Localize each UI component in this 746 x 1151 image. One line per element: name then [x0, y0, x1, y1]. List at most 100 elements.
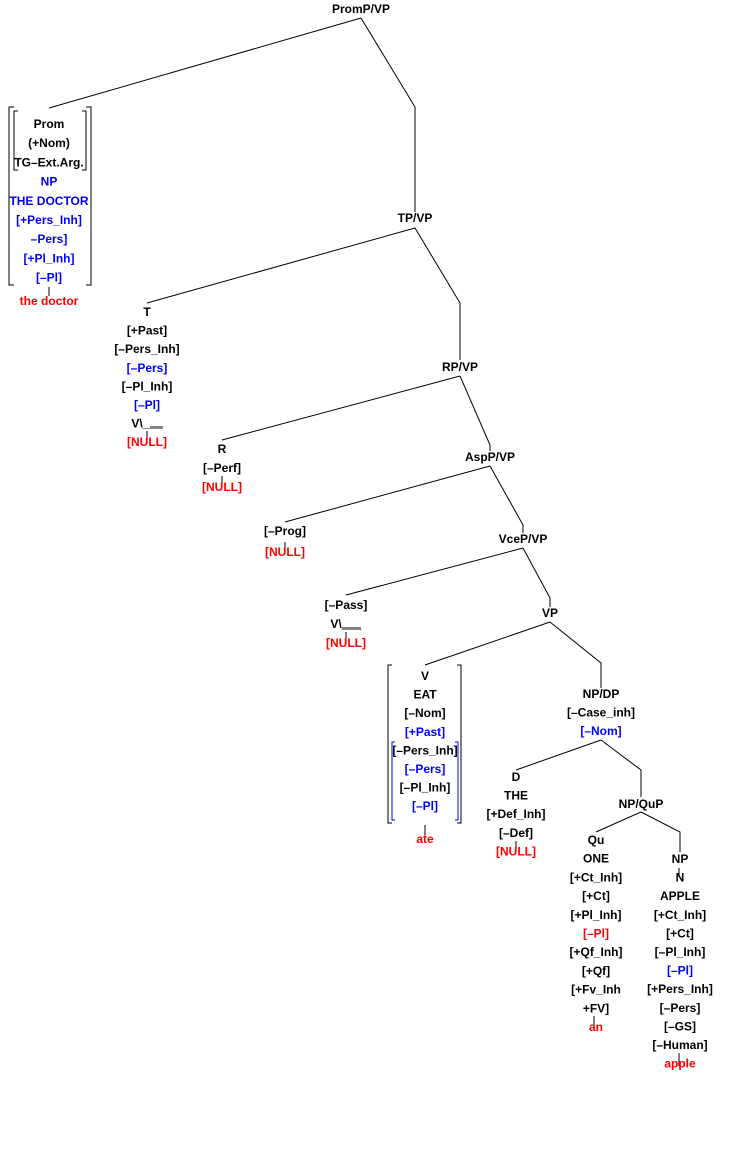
feature-label: [+Fv_Inh [571, 983, 621, 997]
feature-label: [+Past] [405, 725, 445, 739]
feature-label: N [676, 871, 685, 885]
node-rp: RP/VP [442, 360, 478, 374]
node-pass: [–Pass] V\___ [NULL] [325, 598, 368, 650]
feature-label: NP [41, 175, 58, 189]
edge [221, 375, 461, 441]
feature-label: V\___ [131, 417, 163, 431]
feature-label: [+Ct] [666, 926, 694, 940]
feature-label: EAT [413, 688, 437, 702]
feature-label: (+Nom) [28, 136, 70, 150]
node-qu: QuONE[+Ct_Inh][+Ct][+Pl_Inh][–Pl][+Qf_In… [570, 833, 623, 1034]
edge [595, 811, 642, 833]
node-label: NP/QuP [619, 797, 664, 811]
feature-label: [–Pl] [412, 799, 438, 813]
node-label: RP/VP [442, 360, 478, 374]
edge [48, 17, 362, 109]
phonetic-form: apple [664, 1057, 696, 1071]
feature-label: [+Def_Inh] [486, 807, 545, 821]
edge [414, 227, 461, 360]
node-r: R[–Perf][NULL] [202, 442, 242, 494]
phonetic-form: [NULL] [496, 844, 536, 858]
node-np: NP N APPLE [+Ct_Inh] [+Ct] [–Pl_Inh] [–Pl] [+Pe… [647, 852, 713, 1071]
node-labels: PromP/VP Prom (+Nom) TG–Ext.Arg. NP THE DOCTO… [9, 2, 712, 1071]
node-v: VEAT[–Nom][+Past][–Pers_Inh][–Pers][–Pl_… [392, 669, 457, 846]
phonetic-form: ate [416, 832, 434, 846]
feature-label: [–Nom] [404, 706, 445, 720]
feature-label: [–Def] [499, 826, 533, 840]
feature-label: [–Pers] [127, 361, 168, 375]
node-label: TP/VP [398, 211, 433, 225]
edge [640, 811, 681, 852]
node-npdp: NP/DP [–Case_inh] [–Nom] [567, 687, 635, 738]
bracket-right [455, 741, 459, 821]
feature-label: THE [504, 789, 528, 803]
bracket-left [387, 664, 392, 824]
edge [489, 465, 524, 533]
feature-label: [–Pl] [36, 271, 62, 285]
feature-label: [+Ct_Inh] [654, 908, 706, 922]
node-vp: VP [542, 606, 558, 620]
edge [600, 739, 642, 797]
node-label: R [218, 442, 227, 456]
feature-label: [+Ct_Inh] [570, 870, 622, 884]
phonetic-form: an [589, 1020, 603, 1034]
edge [360, 17, 416, 212]
feature-label: [+Pers_Inh] [16, 213, 82, 227]
node-root: PromP/VP [332, 2, 390, 16]
node-tp: TP/VP [398, 211, 433, 225]
feature-label: [+Past] [127, 324, 167, 338]
feature-label: [–Pl_Inh] [655, 945, 706, 959]
phonetic-form: [NULL] [265, 545, 305, 559]
phonetic-form: the doctor [20, 294, 79, 308]
bracket-right [86, 106, 92, 286]
feature-label: [–GS] [664, 1019, 696, 1033]
feature-label: [–Case_inh] [567, 706, 635, 720]
feature-label: [–Pers] [405, 762, 446, 776]
edge [515, 739, 602, 771]
node-vce: VceP/VP [499, 532, 548, 546]
bracket-right [82, 110, 87, 171]
node-label: NP/DP [583, 687, 620, 701]
node-label: AspP/VP [465, 450, 515, 464]
feature-label: APPLE [660, 889, 700, 903]
feature-label: [–Pl] [134, 398, 160, 412]
bracket-left [13, 110, 18, 171]
feature-label: [–Pl_Inh] [400, 781, 451, 795]
feature-label: [–Perf] [203, 461, 241, 475]
feature-label: ONE [583, 852, 609, 866]
edge [424, 621, 551, 666]
node-npqup: NP/QuP [619, 797, 664, 811]
feature-label: V\___ [330, 617, 362, 631]
feature-label: [+Pl_Inh] [23, 251, 74, 265]
phonetic-form: [–Pl] [583, 927, 609, 941]
feature-label: [+Qf_Inh] [570, 945, 623, 959]
feature-label: TG–Ext.Arg. [14, 155, 83, 169]
node-prom: Prom (+Nom) TG–Ext.Arg. NP THE DOCTOR [+Pers_… [9, 117, 88, 308]
edge [522, 547, 551, 607]
feature-label: [+Pl_Inh] [570, 908, 621, 922]
node-label: T [143, 305, 151, 319]
feature-label: [–Nom] [580, 724, 621, 738]
feature-label: [+Pers_Inh] [647, 982, 713, 996]
feature-label: –Pers] [31, 232, 68, 246]
node-t: T[+Past][–Pers_Inh][–Pers][–Pl_Inh][–Pl]… [114, 305, 179, 449]
feature-label: +FV] [583, 1001, 609, 1015]
node-label: NP [672, 852, 689, 866]
bracket-right [457, 664, 462, 824]
edge [146, 227, 416, 304]
node-prog: [–Prog][NULL] [264, 524, 306, 559]
node-asp: AspP/VP [465, 450, 515, 464]
node-label: D [512, 770, 521, 784]
phonetic-form: [NULL] [326, 636, 366, 650]
feature-label: THE DOCTOR [9, 194, 88, 208]
feature-label: [–Pl] [667, 964, 693, 978]
bracket-left [8, 106, 14, 286]
edge [459, 375, 491, 451]
feature-label: [–Pl_Inh] [122, 379, 173, 393]
feature-label: [–Human] [652, 1038, 707, 1052]
feature-brackets [8, 106, 462, 824]
node-label: Prom [34, 117, 65, 131]
node-label: [–Pass] [325, 598, 368, 612]
node-label: V [421, 669, 429, 683]
